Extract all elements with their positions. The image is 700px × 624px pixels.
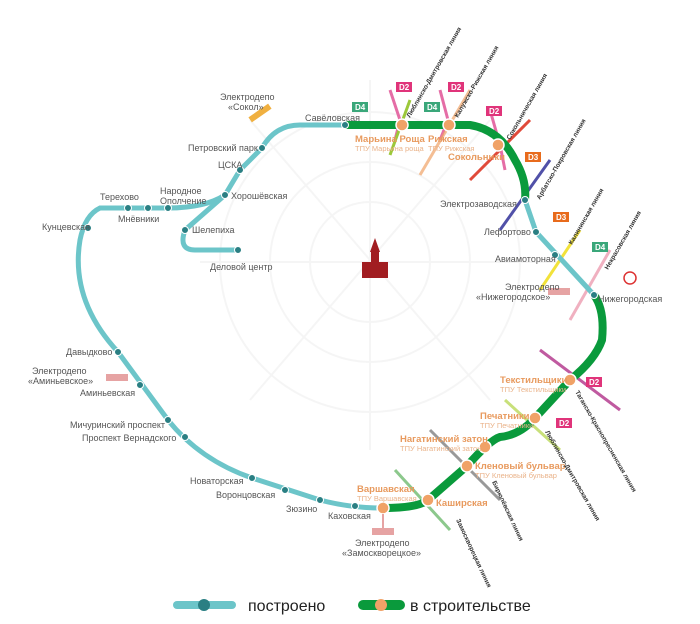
depot-label: Электродепо«Нижегородское» xyxy=(476,282,560,302)
tpu-label: ТПУ Рижская xyxy=(428,144,474,153)
station-label: Савёловская xyxy=(305,113,360,123)
new-station-label: Рижская xyxy=(428,134,468,145)
depot-nizhegorodskoe-icon xyxy=(548,288,570,295)
built-line xyxy=(75,122,596,511)
line-label: Сокольническая линия xyxy=(506,72,550,141)
tpu-label: ТПУ Печатники xyxy=(480,421,533,430)
tpu-label: ТПУ Кленовый бульвар xyxy=(475,471,557,480)
new-station-dots xyxy=(376,118,577,515)
kremlin-icon xyxy=(362,238,388,278)
line-label: Бирюлёвская линия xyxy=(490,480,524,543)
new-station-label: Печатники xyxy=(480,411,530,422)
station-label: Электрозаводская xyxy=(440,199,517,209)
station-label: Мичуринский проспект xyxy=(70,420,165,430)
new-station-label: Марьина Роща xyxy=(355,134,425,145)
station-label: Нижегородская xyxy=(598,294,662,304)
svg-text:D2: D2 xyxy=(399,83,410,92)
svg-text:D4: D4 xyxy=(355,103,366,112)
station-label: Деловой центр xyxy=(210,262,273,272)
background-metro-map xyxy=(200,80,560,450)
station-label: Хорошёвская xyxy=(231,191,287,201)
station-label: Авиамоторная xyxy=(495,254,556,264)
station-label: Мнёвники xyxy=(118,214,159,224)
svg-text:D4: D4 xyxy=(595,243,606,252)
line-label: Таганско-Краснопресненская линия xyxy=(573,390,637,494)
svg-text:D2: D2 xyxy=(559,419,570,428)
tpu-label: ТПУ Варшавская xyxy=(357,494,417,503)
line-label: Калининская линия xyxy=(568,187,606,246)
station-label: Давыдково xyxy=(66,347,112,357)
tpu-label: ТПУ Марьина роща xyxy=(355,144,425,153)
legend-construction-label: в строительстве xyxy=(410,598,531,615)
station-label: Каховская xyxy=(328,511,371,521)
svg-text:D2: D2 xyxy=(489,107,500,116)
station-label: Аминьевская xyxy=(80,388,135,398)
svg-text:D2: D2 xyxy=(451,83,462,92)
tpu-label: ТПУ Нагатинский затон xyxy=(400,444,481,453)
depot-label: Электродепо«Аминьевское» xyxy=(28,366,93,386)
station-label: ЦСКА xyxy=(218,160,242,170)
station-label: Кунцевская xyxy=(42,222,90,232)
legend-built-label: построено xyxy=(248,598,325,615)
metro-logo-icon xyxy=(623,271,637,285)
depot-label: Электродепо«Замоскворецкое» xyxy=(342,538,421,558)
new-station-label: Варшавская xyxy=(357,484,415,495)
station-label: Лефортово xyxy=(484,227,531,237)
legend: построено в строительстве xyxy=(173,598,531,615)
badges: D4 D2 D4 D2 D2 D3 D3 D4 D2 D2 xyxy=(352,82,608,428)
built-station-dots xyxy=(84,121,598,510)
new-station-label: Кленовый бульвар xyxy=(475,461,566,472)
station-label: Воронцовская xyxy=(216,490,275,500)
station-label: Зюзино xyxy=(286,504,317,514)
new-station-label: Текстильщики xyxy=(500,375,568,386)
station-label: Терехово xyxy=(100,192,139,202)
line-label: Замоскворецкая линия xyxy=(454,518,492,589)
depot-label: Электродепо«Сокол» xyxy=(220,92,275,112)
new-station-label: Сокольники xyxy=(448,152,505,163)
new-station-label: Нагатинский затон xyxy=(400,434,488,445)
line-label: Некрасовская линия xyxy=(604,210,643,271)
depot-zamoskvoretskoe-icon xyxy=(372,528,394,535)
line-label: Арбатско-Покровская линия xyxy=(535,117,588,201)
depot-aminyevskoe-icon xyxy=(106,374,128,381)
station-label: Новаторская xyxy=(190,476,244,486)
station-label: Проспект Вернадского xyxy=(82,433,176,443)
depot-sokol-icon xyxy=(248,103,272,123)
svg-text:D3: D3 xyxy=(556,213,567,222)
svg-text:D3: D3 xyxy=(528,153,539,162)
station-label: Петровский парк xyxy=(188,143,258,153)
svg-text:D2: D2 xyxy=(589,378,600,387)
new-station-label: Каширская xyxy=(436,498,488,509)
station-label: Шелепиха xyxy=(192,225,235,235)
tpu-label: ТПУ Текстильщики xyxy=(500,385,566,394)
svg-text:D4: D4 xyxy=(427,103,438,112)
depots: Электродепо«Сокол» Электродепо«Аминьевск… xyxy=(28,92,570,558)
